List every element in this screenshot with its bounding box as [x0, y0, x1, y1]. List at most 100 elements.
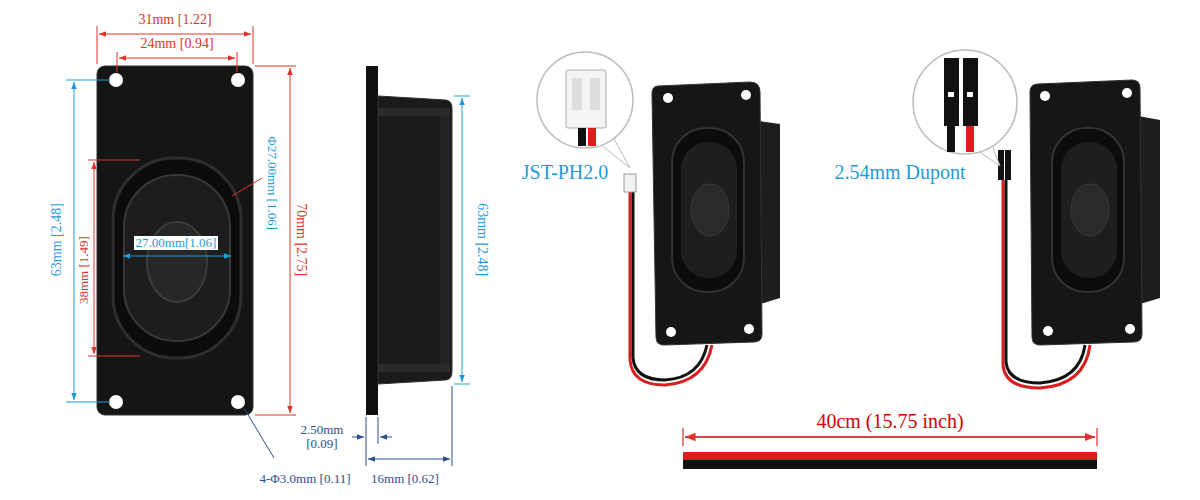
- dimension-label: 4-Φ3.0mm [0.11]: [258, 472, 353, 486]
- speaker-photo-jst: [537, 52, 780, 385]
- dimension-lines-part: [454, 384, 470, 385]
- dimension-label: Φ27.00mm [1.06]: [265, 134, 279, 232]
- side-view: [366, 66, 452, 415]
- speaker-photo-dupont-part: [1003, 180, 1090, 388]
- dimension-lines-part: [88, 160, 140, 161]
- callout-label: 40cm (15.75 inch): [814, 410, 965, 432]
- speaker-photo-dupont-part: [1040, 91, 1050, 101]
- speaker-photo-dupont-part: [948, 92, 954, 97]
- cable-length-part: [683, 428, 684, 446]
- dimension-lines-part: [380, 437, 392, 438]
- speaker-photo-dupont-part: [1052, 128, 1124, 292]
- dimension-lines-part: [66, 402, 110, 403]
- speaker-photo-dupont: [913, 50, 1160, 388]
- dimension-label: 38mm [1.49]: [77, 234, 91, 306]
- dimension-label: 31mm [1.22]: [138, 12, 211, 27]
- dimension-label: 63mm [2.48]: [49, 201, 64, 278]
- dimension-lines-part: [255, 66, 296, 67]
- dimension-lines-part: [255, 415, 296, 416]
- dimension-label: 70mm [2.75]: [294, 201, 309, 278]
- speaker-photo-jst-part: [630, 192, 712, 385]
- dimension-lines: [352, 96, 470, 466]
- dimension-lines-part: [452, 386, 453, 466]
- dimension-lines-part: [462, 98, 463, 382]
- callout-label: JST-PH2.0: [520, 161, 611, 183]
- cable-length-part: [683, 460, 1097, 469]
- speaker-photo-dupont-part: [1030, 80, 1142, 345]
- speaker-photo-jst-part: [537, 52, 633, 148]
- front-view-part: [147, 222, 207, 302]
- side-view-part: [440, 116, 450, 364]
- speaker-photo-jst-part: [572, 78, 582, 110]
- speaker-photo-jst-part: [652, 82, 762, 345]
- dimension-lines-part: [119, 58, 235, 59]
- callout-label: 2.54mm Dupont: [832, 161, 967, 183]
- speaker-photo-jst-part: [578, 128, 586, 146]
- speaker-photo-jst-part: [672, 128, 744, 292]
- dimension-lines: [66, 26, 296, 458]
- speaker-photo-dupont-part: [1071, 184, 1109, 236]
- dimension-lines-part: [74, 82, 75, 400]
- cable-length-part: [1097, 428, 1098, 446]
- speaker-photo-dupont-part: [1061, 142, 1117, 278]
- speaker-photo-dupont-part: [1005, 150, 1011, 180]
- cable-length: [683, 428, 1097, 469]
- front-view-part: [109, 73, 123, 87]
- front-view-part: [124, 175, 230, 341]
- front-view-part: [109, 395, 123, 409]
- dimension-label: 63mm [2.48]: [475, 201, 490, 278]
- speaker-photo-dupont-part: [947, 126, 955, 152]
- speaker-photo-dupont-part: [966, 126, 974, 152]
- dimension-lines-part: [290, 68, 291, 413]
- dimension-lines-part: [123, 256, 231, 257]
- dimension-lines-part: [88, 356, 140, 357]
- dimension-lines-part: [244, 408, 274, 458]
- dimension-lines-part: [66, 80, 110, 81]
- speaker-photo-jst-part: [566, 70, 606, 128]
- speaker-photo-dupont-part: [1125, 324, 1135, 334]
- speaker-photo-jst-part: [681, 142, 737, 278]
- speaker-photo-jst-part: [691, 184, 729, 236]
- dimension-lines-part: [97, 26, 98, 64]
- dimension-lines-part: [454, 96, 470, 97]
- speaker-photo-dupont-part: [1006, 180, 1085, 383]
- speaker-photo-dupont-part: [944, 58, 959, 126]
- dimension-lines-part: [232, 178, 262, 196]
- speaker-photo-jst-part: [666, 327, 676, 337]
- speaker-photo-jst-part: [624, 174, 636, 192]
- dimension-lines-part: [352, 437, 364, 438]
- side-view-part: [378, 96, 452, 384]
- dimension-lines-part: [366, 417, 367, 466]
- dimension-label: 27.00mm[1.06]: [134, 236, 219, 250]
- side-view-part: [366, 66, 378, 415]
- dimension-lines-part: [253, 26, 254, 64]
- dimension-lines-part: [99, 34, 251, 35]
- dimension-lines-part: [94, 162, 95, 354]
- front-view: [97, 66, 253, 415]
- dimension-lines-part: [368, 459, 450, 460]
- front-view-part: [113, 158, 241, 358]
- speaker-photo-jst-part: [744, 324, 754, 334]
- speaker-photo-jst-part: [590, 78, 600, 110]
- front-view-part: [97, 66, 253, 415]
- dimension-lines-part: [378, 417, 379, 444]
- cable-length-part: [685, 436, 1095, 438]
- side-view-part: [378, 108, 450, 116]
- speaker-photo-jst-part: [588, 128, 596, 146]
- dimension-lines-part: [117, 52, 118, 72]
- dimension-label: 2.50mm [0.09]: [293, 423, 351, 452]
- speaker-photo-dupont-part: [1043, 326, 1053, 336]
- dimension-label: 24mm [0.94]: [138, 36, 215, 51]
- speaker-photo-dupont-part: [967, 92, 973, 97]
- speaker-photo-jst-part: [633, 192, 707, 380]
- speaker-photo-jst-part: [663, 93, 673, 103]
- front-view-part: [231, 395, 245, 409]
- speaker-photo-dupont-part: [913, 50, 1017, 154]
- side-view-part: [378, 364, 450, 372]
- speaker-photo-dupont-part: [963, 58, 978, 126]
- front-view-part: [231, 73, 245, 87]
- dimension-label: 16mm [0.62]: [369, 472, 441, 486]
- cable-length-part: [683, 452, 1097, 460]
- dimension-lines-part: [237, 52, 238, 72]
- speaker-photo-jst-part: [741, 90, 751, 100]
